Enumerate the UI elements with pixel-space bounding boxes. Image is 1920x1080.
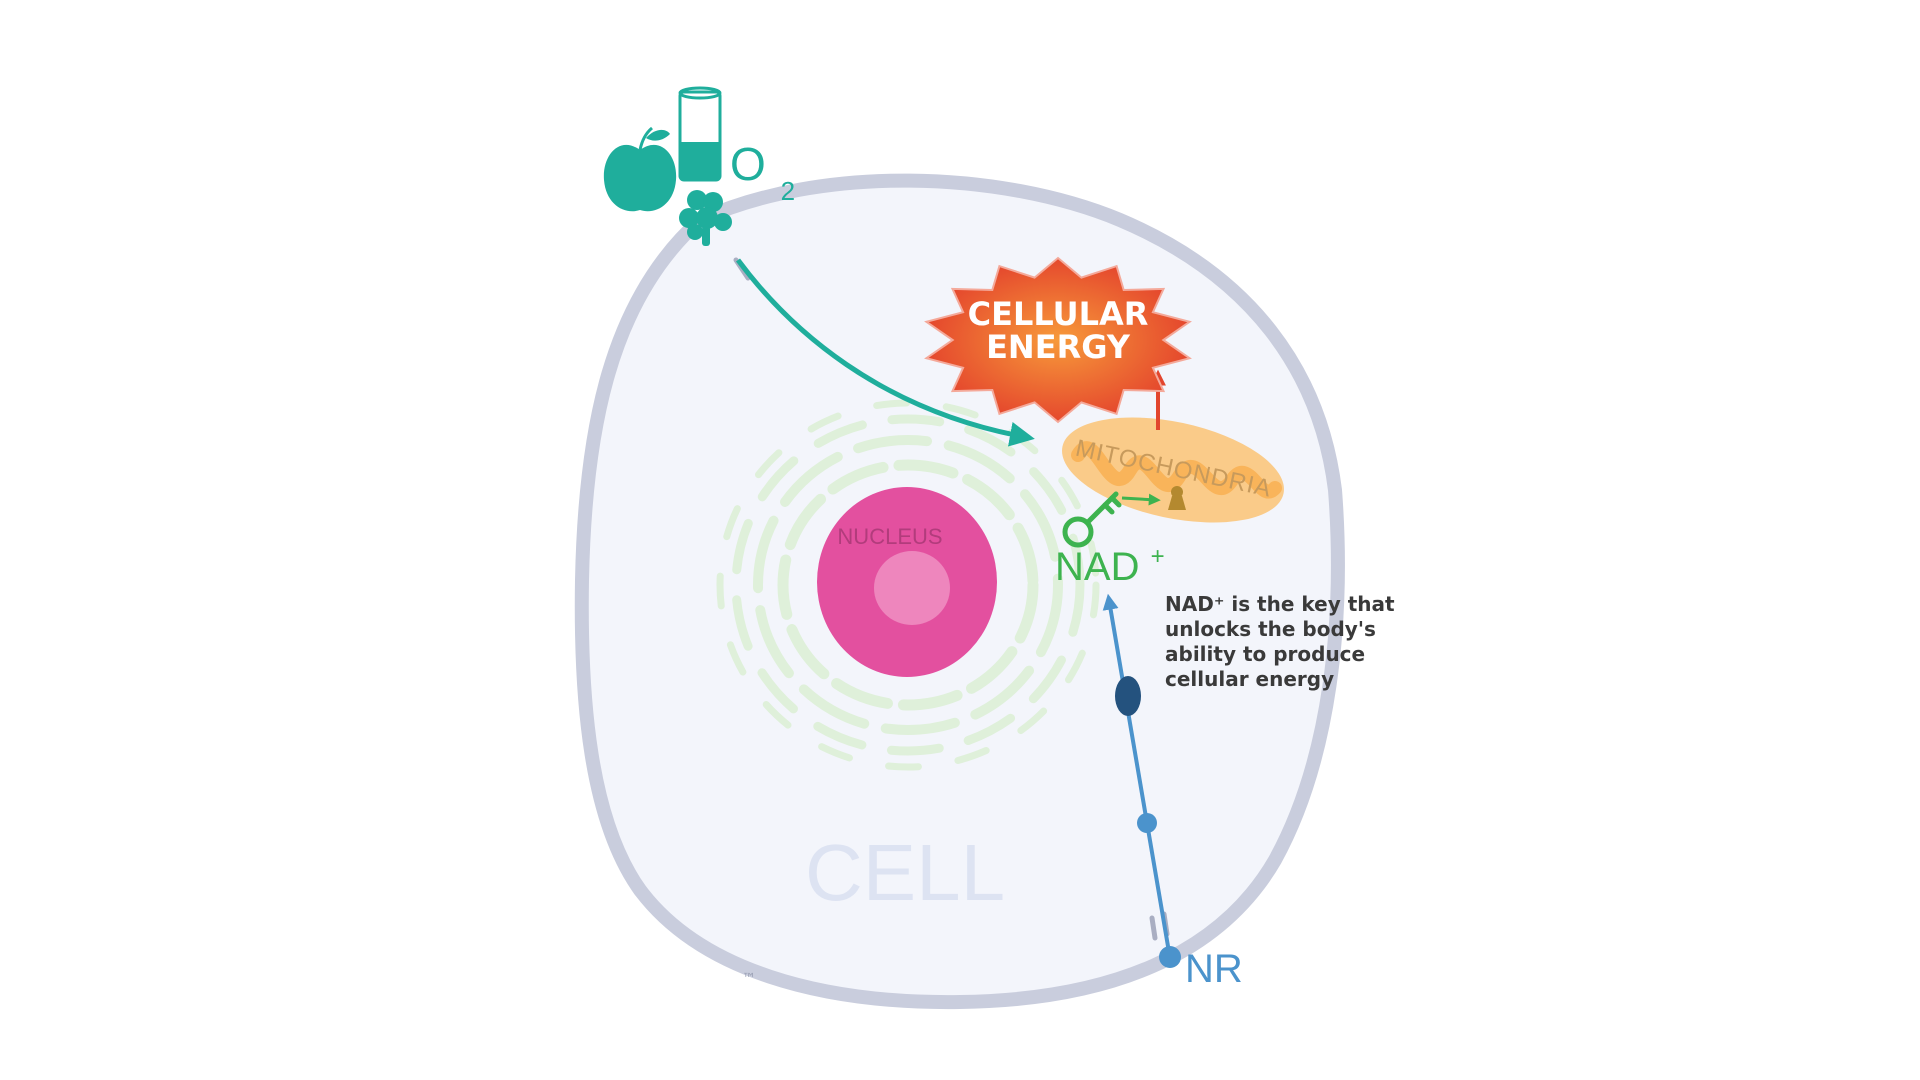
mitochondria: MITOCHONDRIA [1062, 417, 1284, 523]
nad-caption: NAD⁺ is the key that unlocks the body's … [1165, 592, 1395, 691]
nad-label: NAD + [1055, 543, 1165, 589]
nr-label: NR [1185, 947, 1243, 991]
caption-line2: unlocks the body's [1165, 617, 1376, 641]
nad-label-base: NAD [1055, 545, 1139, 589]
oxygen-label-subscript: 2 [781, 176, 795, 206]
nucleus: NUCLEUS [817, 487, 997, 677]
nr-molecule-mid [1137, 813, 1157, 833]
keyhole-icon [1168, 486, 1186, 510]
nr-molecule-outside [1159, 946, 1181, 968]
nucleus-label: NUCLEUS [837, 524, 942, 549]
oxygen-label-base: O [730, 138, 766, 190]
glass-icon [678, 86, 722, 182]
apple-icon [603, 126, 677, 212]
oxygen-label: O 2 [730, 138, 795, 206]
caption-line3: ability to produce [1165, 642, 1365, 666]
endoplasmic-reticulum [716, 399, 1100, 771]
mitochondria-cristae [1071, 441, 1282, 499]
cell-label: CELL [805, 828, 1005, 917]
trademark: ™ [742, 971, 756, 987]
key-icon [1062, 491, 1122, 548]
caption-line4: cellular energy [1165, 667, 1334, 691]
nad-label-sup: + [1151, 543, 1165, 570]
broccoli-icon [679, 190, 732, 246]
energy-label-line1: CELLULAR [968, 295, 1149, 333]
caption-line1: NAD⁺ is the key that [1165, 592, 1395, 616]
nucleolus [874, 551, 950, 625]
nr-transporter [1115, 676, 1141, 716]
energy-label-line2: ENERGY [986, 328, 1131, 366]
nutrient-arrow [735, 258, 1035, 447]
cellular-energy-burst: CELLULAR ENERGY [924, 256, 1192, 424]
key-arrow [1121, 493, 1161, 506]
nr-pathway [1102, 593, 1181, 968]
